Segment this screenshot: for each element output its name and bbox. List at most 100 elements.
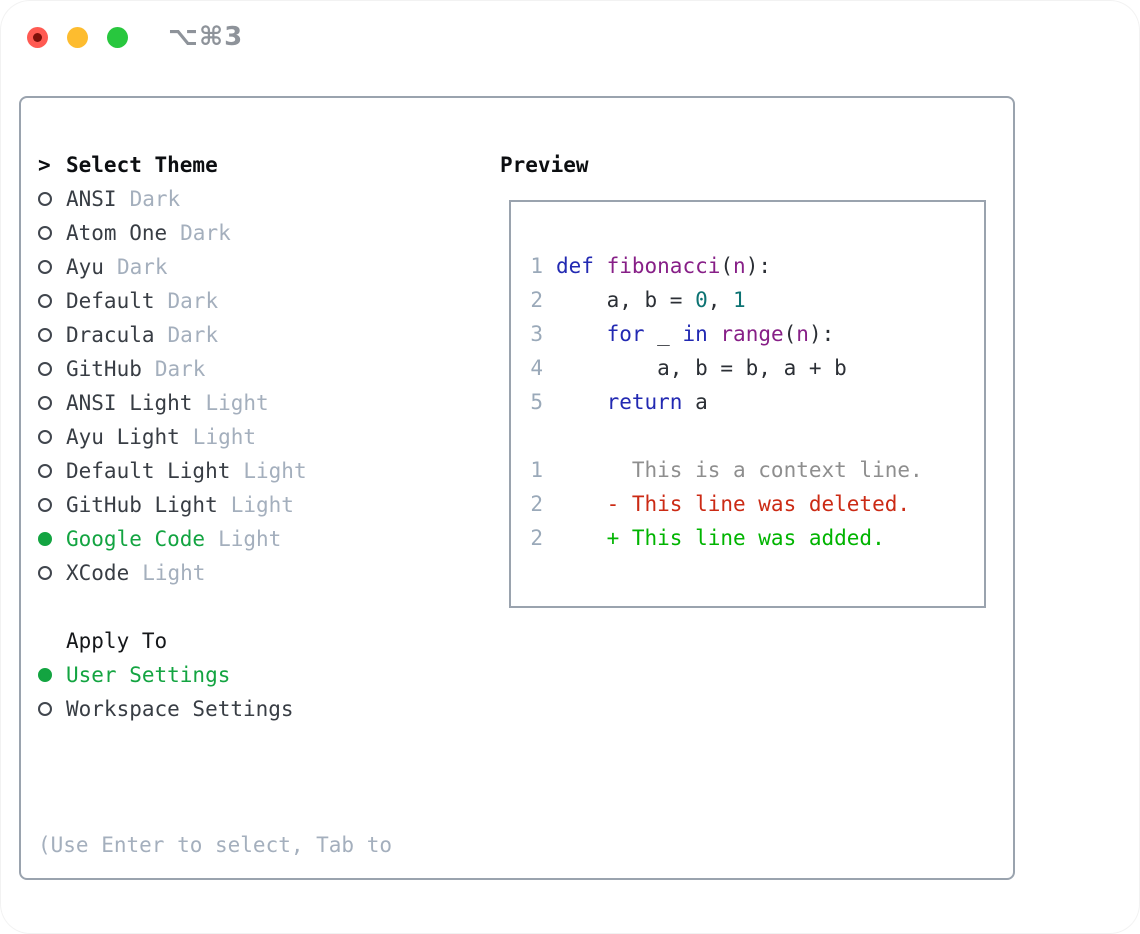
line-number: 1 bbox=[530, 458, 543, 482]
radio-unselected-icon bbox=[38, 328, 52, 342]
apply-option-user-settings[interactable]: User Settings bbox=[38, 658, 392, 692]
option-label: Default bbox=[66, 289, 155, 313]
diff-text: + This line was added. bbox=[556, 526, 885, 550]
spacer bbox=[38, 726, 392, 760]
option-variant: Dark bbox=[180, 221, 231, 245]
theme-item-ayu[interactable]: Ayu Dark bbox=[38, 250, 392, 284]
theme-item-github[interactable]: GitHub Dark bbox=[38, 352, 392, 386]
theme-item-default-light[interactable]: Default Light Light bbox=[38, 454, 392, 488]
radio-selected-icon bbox=[38, 532, 52, 546]
radio-unselected-icon bbox=[38, 226, 52, 240]
apply-option-workspace-settings[interactable]: Workspace Settings bbox=[38, 692, 392, 726]
option-label: GitHub bbox=[66, 357, 142, 381]
select-theme-header: > Select Theme bbox=[38, 148, 392, 182]
window-title: ⌥⌘3 bbox=[168, 22, 244, 52]
preview-label: Preview bbox=[500, 153, 589, 177]
close-button[interactable] bbox=[27, 26, 48, 48]
option-label: Ayu bbox=[66, 255, 104, 279]
code-text: for _ in range(n): bbox=[606, 322, 835, 346]
option-label: XCode bbox=[66, 561, 130, 585]
option-variant: Dark bbox=[116, 255, 168, 279]
diff-line-added: 2 + This line was added. bbox=[530, 521, 923, 555]
minimize-button[interactable] bbox=[67, 26, 88, 48]
diff-line-deleted: 2 - This line was deleted. bbox=[530, 487, 923, 521]
line-number: 1 bbox=[530, 254, 543, 278]
option-label: Default Light bbox=[66, 459, 231, 483]
radio-unselected-icon bbox=[38, 498, 52, 512]
radio-unselected-icon bbox=[38, 260, 52, 274]
diff-line-context: 1 This is a context line. bbox=[530, 453, 923, 487]
radio-unselected-icon bbox=[38, 566, 52, 580]
option-variant: Light bbox=[218, 527, 282, 551]
spacer bbox=[530, 419, 923, 453]
radio-unselected-icon bbox=[38, 362, 52, 376]
apply-to-header: Apply To bbox=[38, 624, 392, 658]
keyboard-hint: (Use Enter to select, Tab to change focu… bbox=[38, 760, 392, 934]
theme-item-atom-one[interactable]: Atom One Dark bbox=[38, 216, 392, 250]
code-line: 5 return a bbox=[530, 385, 923, 419]
hint-line-1: (Use Enter to select, Tab to bbox=[38, 833, 393, 857]
hint-line-2: change focus) bbox=[38, 930, 392, 934]
option-label: ANSI Light bbox=[66, 391, 193, 415]
line-number: 2 bbox=[530, 492, 543, 516]
option-label: GitHub Light bbox=[66, 493, 218, 517]
radio-unselected-icon bbox=[38, 192, 52, 206]
line-number: 2 bbox=[530, 526, 543, 550]
theme-item-github-light[interactable]: GitHub Light Light bbox=[38, 488, 392, 522]
option-variant: Dark bbox=[167, 323, 219, 347]
option-variant: Light bbox=[205, 391, 269, 415]
code-preview: 1 def fibonacci(n): 2 a, b = 0, 1 3 for _ i… bbox=[530, 249, 923, 555]
theme-item-google-code[interactable]: Google Code Light bbox=[38, 522, 392, 556]
code-text: return a bbox=[606, 390, 708, 414]
theme-item-default[interactable]: Default Dark bbox=[38, 284, 392, 318]
option-label: Ayu Light bbox=[66, 425, 180, 449]
option-variant: Light bbox=[142, 561, 206, 585]
radio-unselected-icon bbox=[38, 464, 52, 478]
preview-column: Preview bbox=[500, 148, 589, 182]
code-line: 1 def fibonacci(n): bbox=[530, 249, 923, 283]
diff-sample: 1 This is a context line.2 - This line w… bbox=[530, 453, 923, 555]
theme-item-ansi[interactable]: ANSI Dark bbox=[38, 182, 392, 216]
option-label: Google Code bbox=[66, 527, 206, 551]
diff-text: - This line was deleted. bbox=[556, 492, 911, 516]
code-text: def fibonacci(n): bbox=[556, 254, 771, 278]
spacer bbox=[38, 590, 392, 624]
radio-unselected-icon bbox=[38, 396, 52, 410]
line-number: 5 bbox=[530, 390, 543, 414]
apply-to-label: Apply To bbox=[66, 629, 168, 653]
radio-unselected-icon bbox=[38, 430, 52, 444]
code-line: 4 a, b = b, a + b bbox=[530, 351, 923, 385]
theme-item-ansi-light[interactable]: ANSI Light Light bbox=[38, 386, 392, 420]
preview-pane: 1 def fibonacci(n): 2 a, b = 0, 1 3 for _ i… bbox=[509, 200, 986, 608]
option-variant: Light bbox=[243, 459, 307, 483]
line-number: 3 bbox=[530, 322, 543, 346]
code-line: 3 for _ in range(n): bbox=[530, 317, 923, 351]
theme-item-xcode[interactable]: XCode Light bbox=[38, 556, 392, 590]
radio-unselected-icon bbox=[38, 294, 52, 308]
option-variant: Dark bbox=[154, 357, 206, 381]
zoom-button[interactable] bbox=[107, 26, 128, 48]
option-label: User Settings bbox=[66, 663, 231, 687]
code-text: a, b = b, a + b bbox=[556, 356, 847, 380]
cursor-icon: > bbox=[38, 153, 51, 177]
select-theme-label: Select Theme bbox=[66, 153, 218, 177]
titlebar: ⌥⌘3 bbox=[27, 22, 244, 52]
option-label: Dracula bbox=[66, 323, 155, 347]
radio-selected-icon bbox=[38, 668, 52, 682]
theme-item-dracula[interactable]: Dracula Dark bbox=[38, 318, 392, 352]
code-text: a, b = 0, 1 bbox=[556, 288, 746, 312]
option-variant: Dark bbox=[167, 289, 219, 313]
line-number: 4 bbox=[530, 356, 543, 380]
option-label: Atom One bbox=[66, 221, 168, 245]
option-variant: Light bbox=[230, 493, 294, 517]
diff-text: This is a context line. bbox=[556, 458, 923, 482]
option-variant: Dark bbox=[129, 187, 181, 211]
option-label: ANSI bbox=[66, 187, 117, 211]
